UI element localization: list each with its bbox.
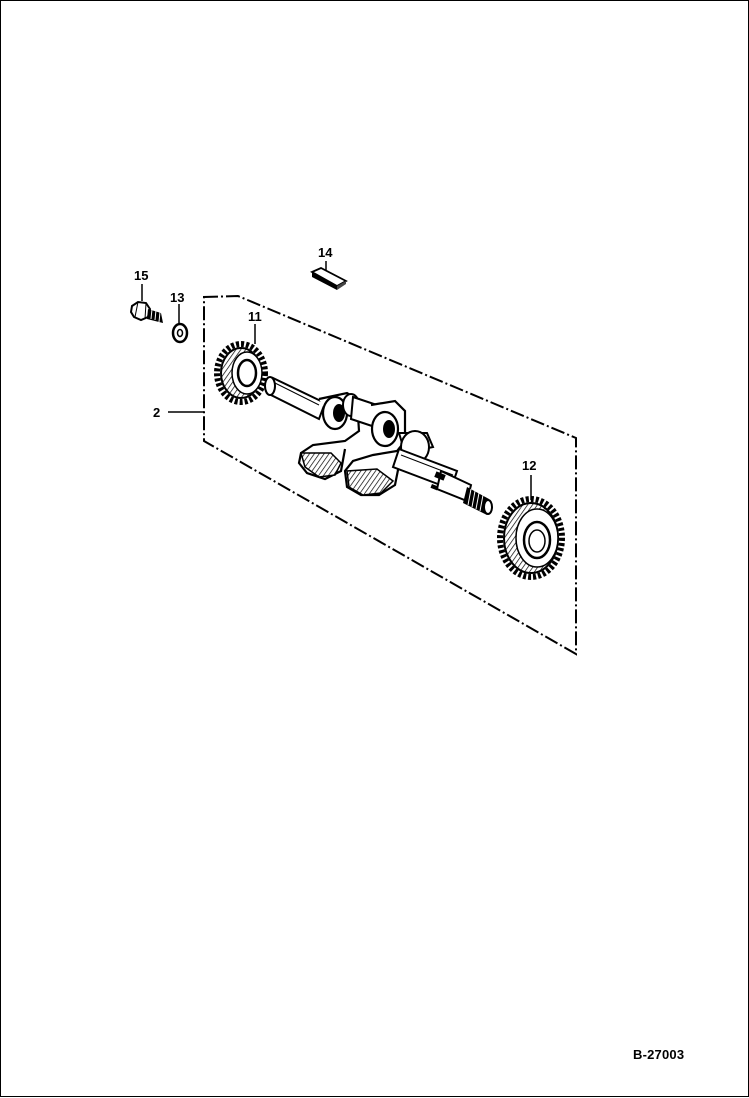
callout-14: 14 <box>318 245 333 260</box>
callout-15: 15 <box>134 268 148 283</box>
washer <box>171 322 189 344</box>
crankshaft <box>264 376 493 515</box>
callout-11: 11 <box>248 309 262 324</box>
callout-13: 13 <box>170 290 184 305</box>
assembly-boundary <box>203 294 577 656</box>
key <box>309 267 348 290</box>
gear-front <box>214 341 268 405</box>
callout-2: 2 <box>153 405 160 420</box>
gear-rear <box>497 496 565 580</box>
callout-12: 12 <box>522 458 536 473</box>
bolt <box>129 300 163 323</box>
figure-reference-code: B-27003 <box>633 1047 685 1062</box>
